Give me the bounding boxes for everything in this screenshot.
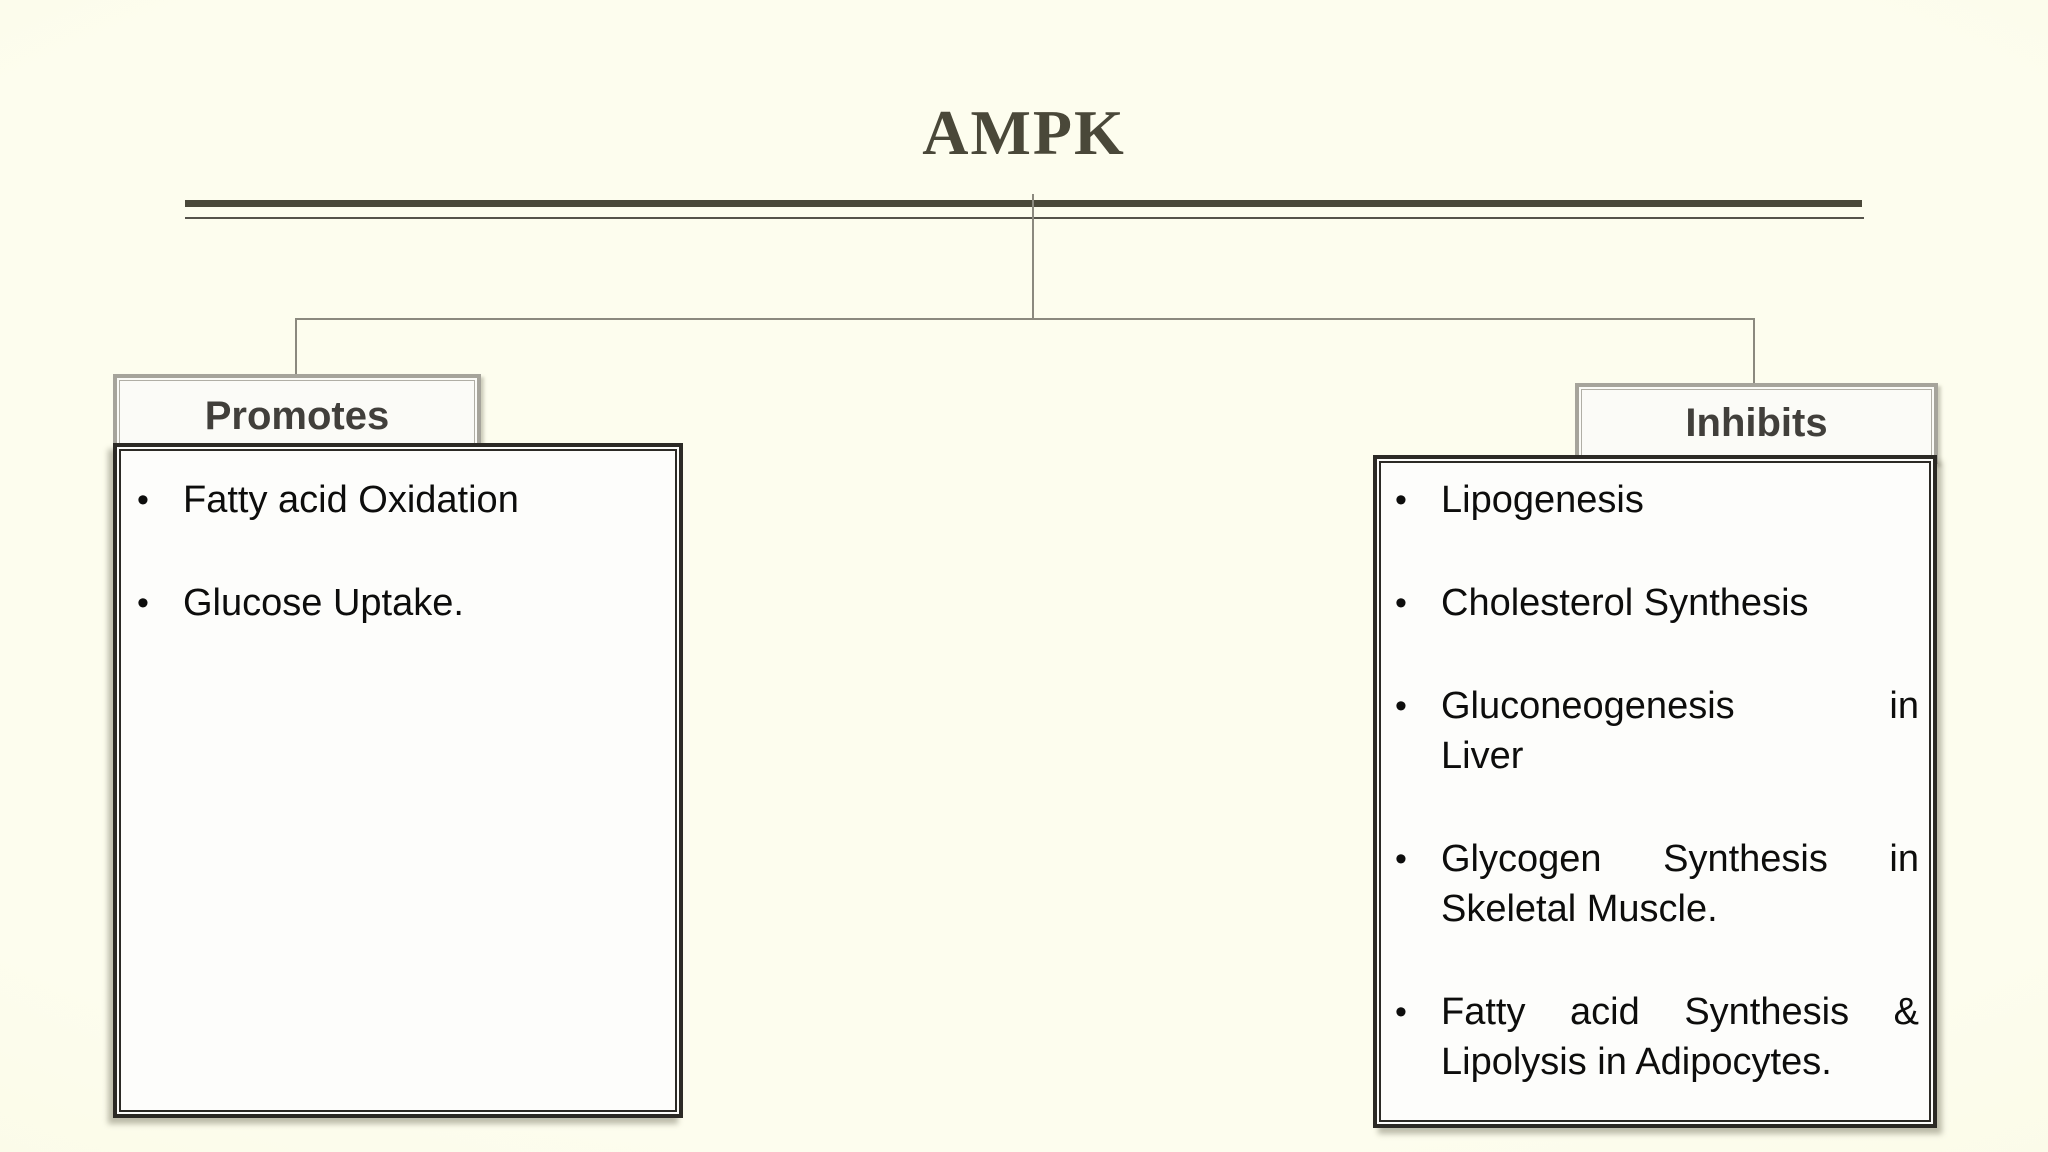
inhibits-header-label: Inhibits: [1685, 401, 1828, 445]
inhibits-header: Inhibits: [1575, 383, 1938, 464]
list-item: • Lipogenesis: [1395, 475, 1919, 525]
inhibits-box: • Lipogenesis • Cholesterol Synthesis • …: [1373, 455, 1937, 1128]
list-item-text: Lipogenesis: [1441, 479, 1644, 521]
list-item-text: Skeletal Muscle.: [1441, 888, 1718, 930]
page-title: AMPK: [922, 97, 1126, 168]
bullet-icon: •: [1395, 481, 1407, 519]
list-item-text: Cholesterol Synthesis: [1441, 582, 1809, 624]
bullet-icon: •: [1395, 993, 1407, 1031]
connector-vertical-left: [295, 318, 297, 376]
bullet-icon: •: [137, 481, 149, 519]
title-rule-thin: [185, 217, 1864, 219]
list-item: • Gluconeogenesis in Liver: [1395, 681, 1919, 781]
bullet-icon: •: [1395, 584, 1407, 622]
list-item-text: Fatty acid Oxidation: [183, 479, 519, 521]
list-item: • Fatty acid Oxidation: [137, 475, 659, 525]
list-item-text: Glucose Uptake.: [183, 582, 464, 624]
list-item-text: Liver: [1441, 735, 1524, 777]
list-item: • Glucose Uptake.: [137, 578, 659, 628]
list-item-text: Fatty acid Synthesis &: [1441, 991, 1919, 1033]
list-item: • Cholesterol Synthesis: [1395, 578, 1919, 628]
list-item-text: Glycogen Synthesis in: [1441, 838, 1919, 880]
connector-vertical-right: [1753, 318, 1755, 385]
promotes-box: • Fatty acid Oxidation • Glucose Uptake.: [113, 443, 683, 1118]
title-rule-thick: [185, 200, 1862, 207]
bullet-icon: •: [137, 584, 149, 622]
list-item-text: Lipolysis in Adipocytes.: [1441, 1041, 1832, 1083]
bullet-icon: •: [1395, 840, 1407, 878]
connector-vertical-center: [1032, 194, 1034, 318]
connector-horizontal-branch: [295, 318, 1755, 320]
bullet-icon: •: [1395, 687, 1407, 725]
list-item: • Glycogen Synthesis in Skeletal Muscle.: [1395, 834, 1919, 934]
list-item-text: Gluconeogenesis in: [1441, 685, 1919, 727]
list-item: • Fatty acid Synthesis & Lipolysis in Ad…: [1395, 987, 1919, 1087]
promotes-header-label: Promotes: [204, 394, 390, 438]
